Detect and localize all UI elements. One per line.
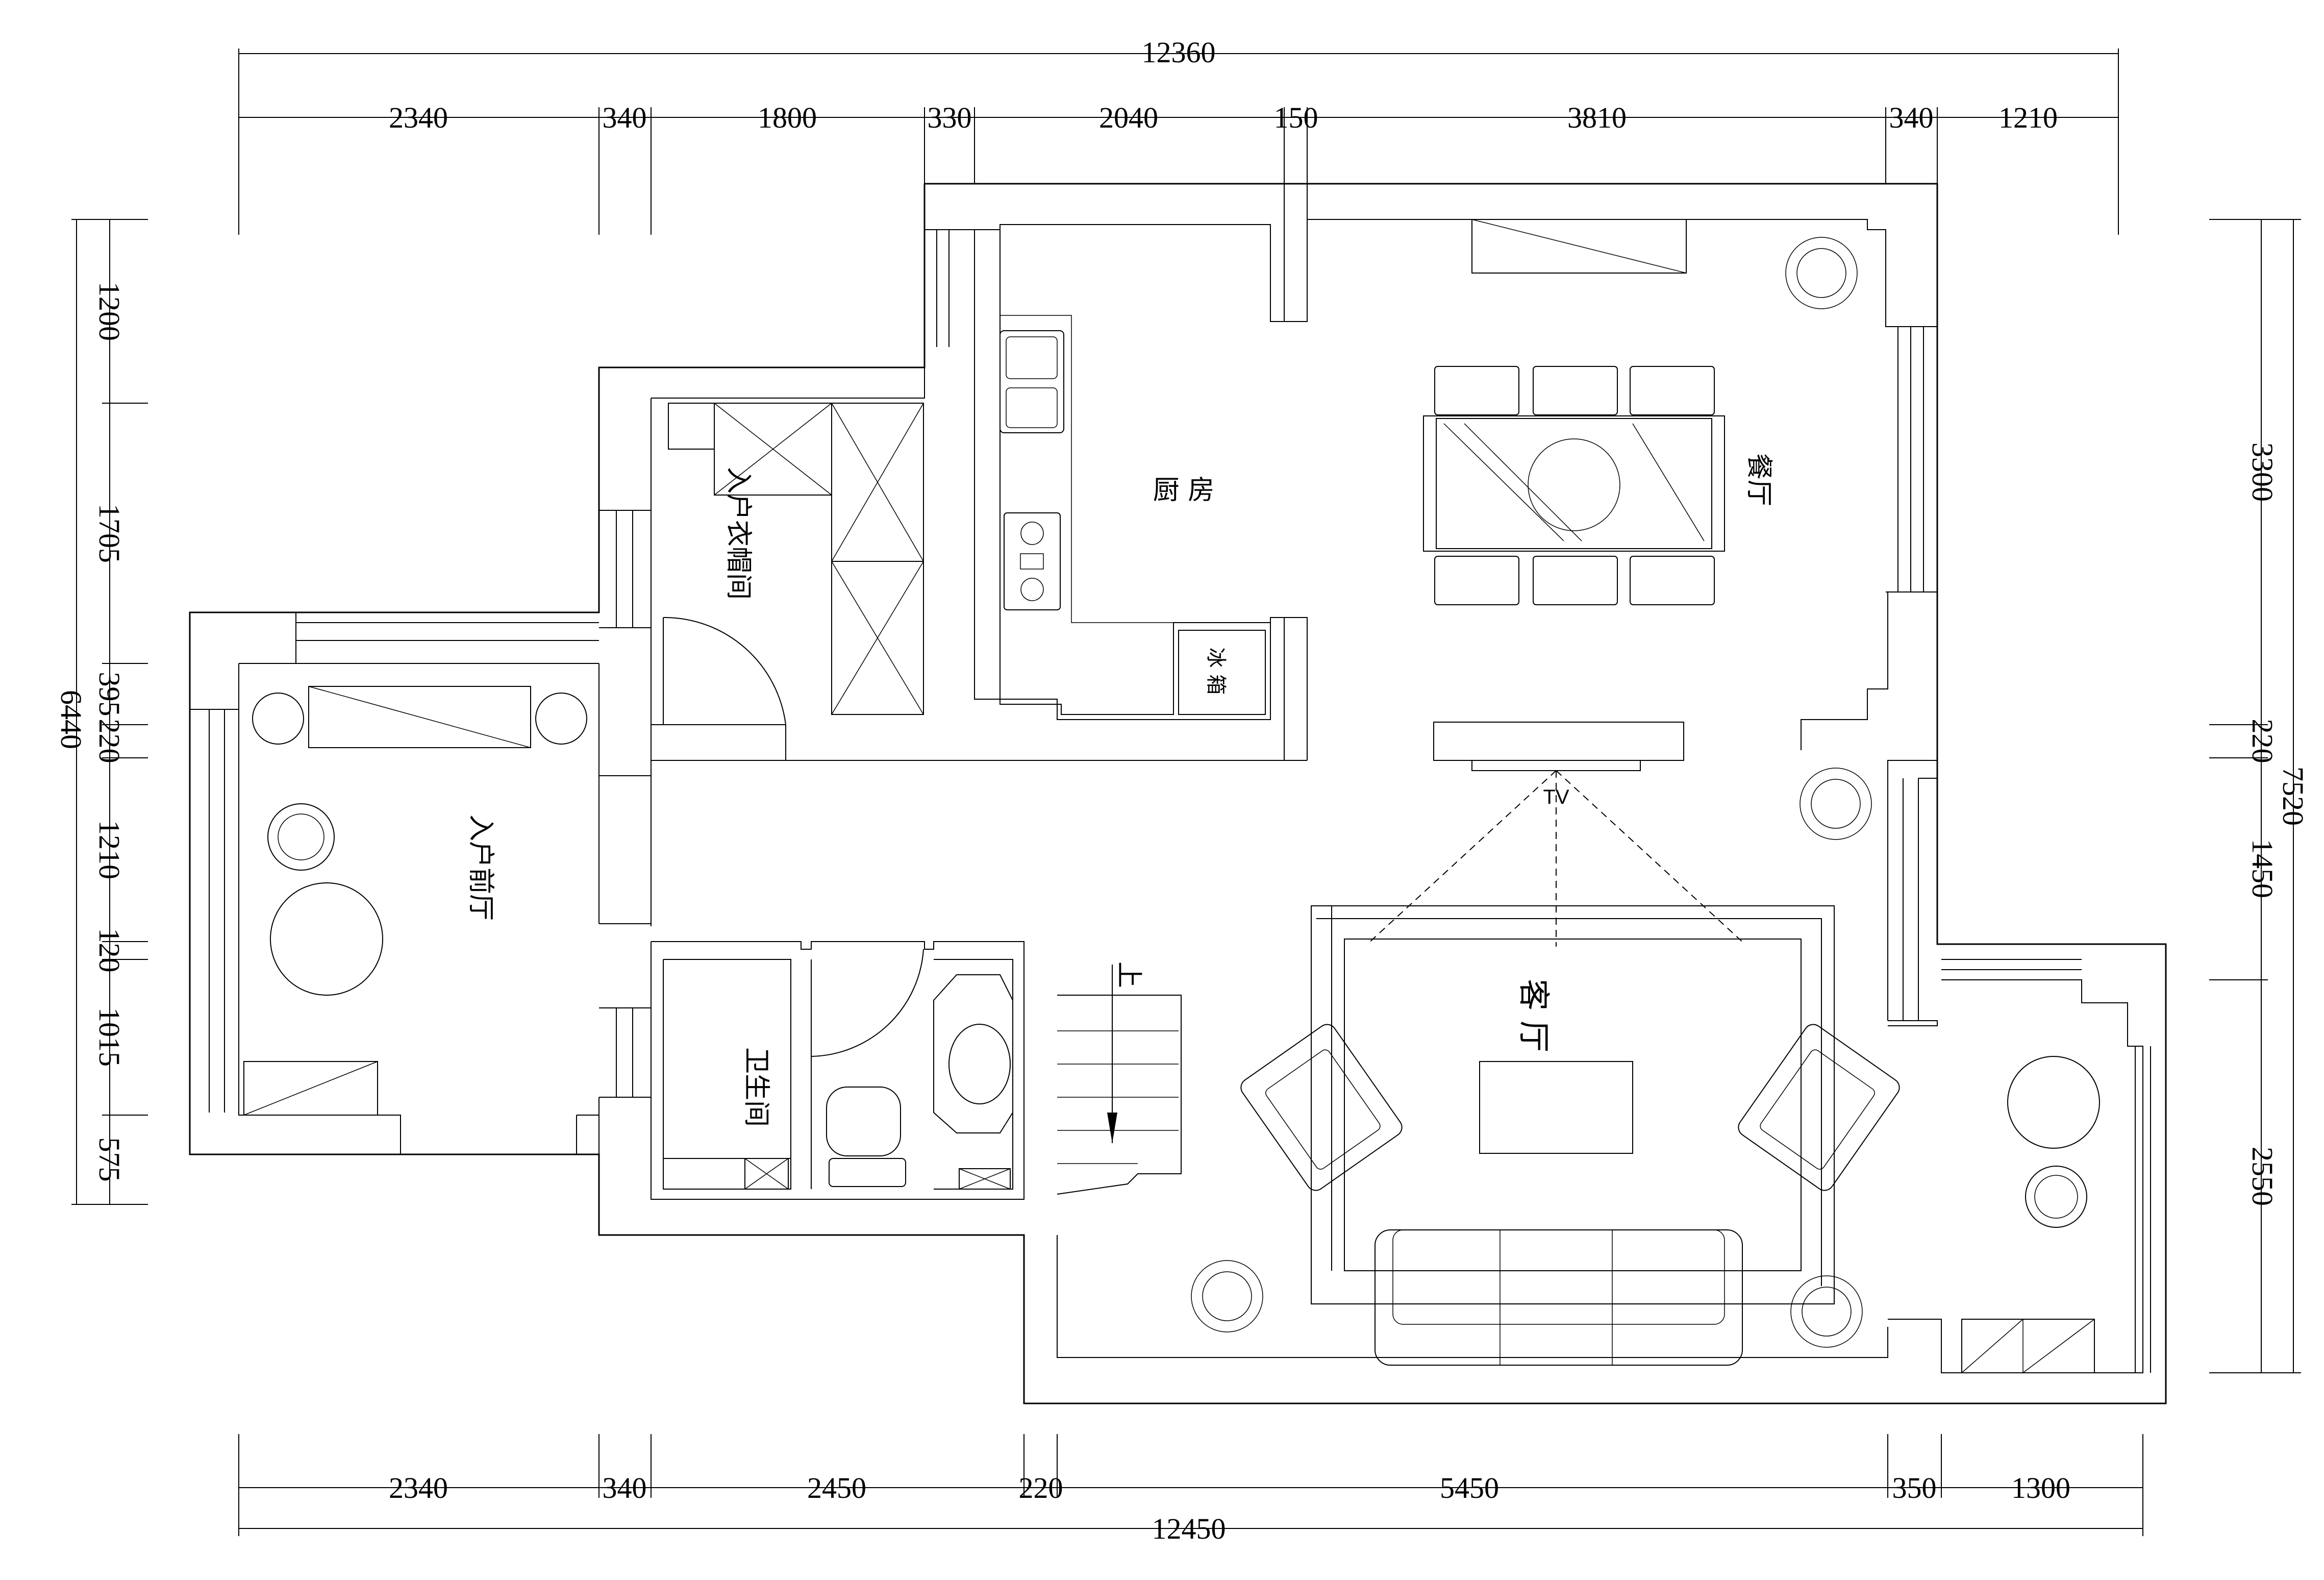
dim-left-2: 1705 (93, 504, 126, 563)
fridge-label: 冰 箱 (1204, 648, 1228, 695)
dim-top-5: 2040 (1099, 101, 1158, 134)
dim-top-3: 1800 (758, 101, 817, 134)
dim-bottom-2: 340 (603, 1471, 647, 1504)
dim-left-6: 120 (93, 928, 126, 973)
dim-bottom-total: 12450 (1152, 1512, 1226, 1545)
dim-top-2: 340 (603, 101, 647, 134)
dim-top-1: 2340 (389, 101, 448, 134)
dim-top-4: 330 (928, 101, 972, 134)
dim-left-4: 220 (93, 719, 126, 763)
dim-bottom-4: 220 (1019, 1471, 1063, 1504)
kitchen-label: 厨 房 (1153, 475, 1215, 506)
dim-top-total: 12360 (1142, 36, 1216, 69)
room-labels: 厨 房 餐厅 入户衣帽间 入户前厅 卫生间 客 厅 冰 箱 上 TV (465, 453, 1774, 1127)
dim-bottom-3: 2450 (807, 1471, 866, 1504)
wardrobe-label: 入户衣帽间 (723, 467, 754, 600)
tv-label: TV (1543, 786, 1569, 808)
dim-top-9: 1210 (1998, 101, 2058, 134)
walls (189, 183, 2167, 1404)
dim-left-5: 1210 (93, 820, 126, 879)
dim-right-3: 1450 (2246, 839, 2279, 898)
foyer-label: 入户前厅 (465, 814, 496, 921)
dim-left-1: 1200 (93, 282, 126, 341)
dim-top-7: 3810 (1567, 101, 1627, 134)
living-label: 客 厅 (1515, 979, 1553, 1052)
dim-right-2: 220 (2246, 719, 2279, 763)
dim-bottom-1: 2340 (389, 1471, 448, 1504)
stair-up-label: 上 (1113, 961, 1144, 988)
dim-left-7: 1015 (93, 1007, 126, 1067)
dim-right-1: 3300 (2246, 442, 2279, 502)
bathroom-label: 卫生间 (741, 1047, 771, 1127)
dim-right-4: 2550 (2246, 1147, 2279, 1206)
dim-left-3: 395 (93, 672, 126, 717)
dim-bottom-5: 5450 (1440, 1471, 1499, 1504)
fixtures (243, 219, 2100, 1373)
dim-top-6: 150 (1274, 101, 1318, 134)
dim-top-8: 340 (1889, 101, 1934, 134)
dim-right-total: 7520 (2277, 767, 2310, 826)
dim-bottom-7: 1300 (2011, 1471, 2070, 1504)
dim-left-total: 6440 (55, 690, 88, 749)
dim-left-8: 575 (93, 1138, 126, 1182)
dimension-lines: 12360 2340 340 1800 330 2040 150 3810 34… (55, 36, 2310, 1545)
dim-bottom-6: 350 (1892, 1471, 1937, 1504)
dining-label: 餐厅 (1743, 453, 1774, 506)
